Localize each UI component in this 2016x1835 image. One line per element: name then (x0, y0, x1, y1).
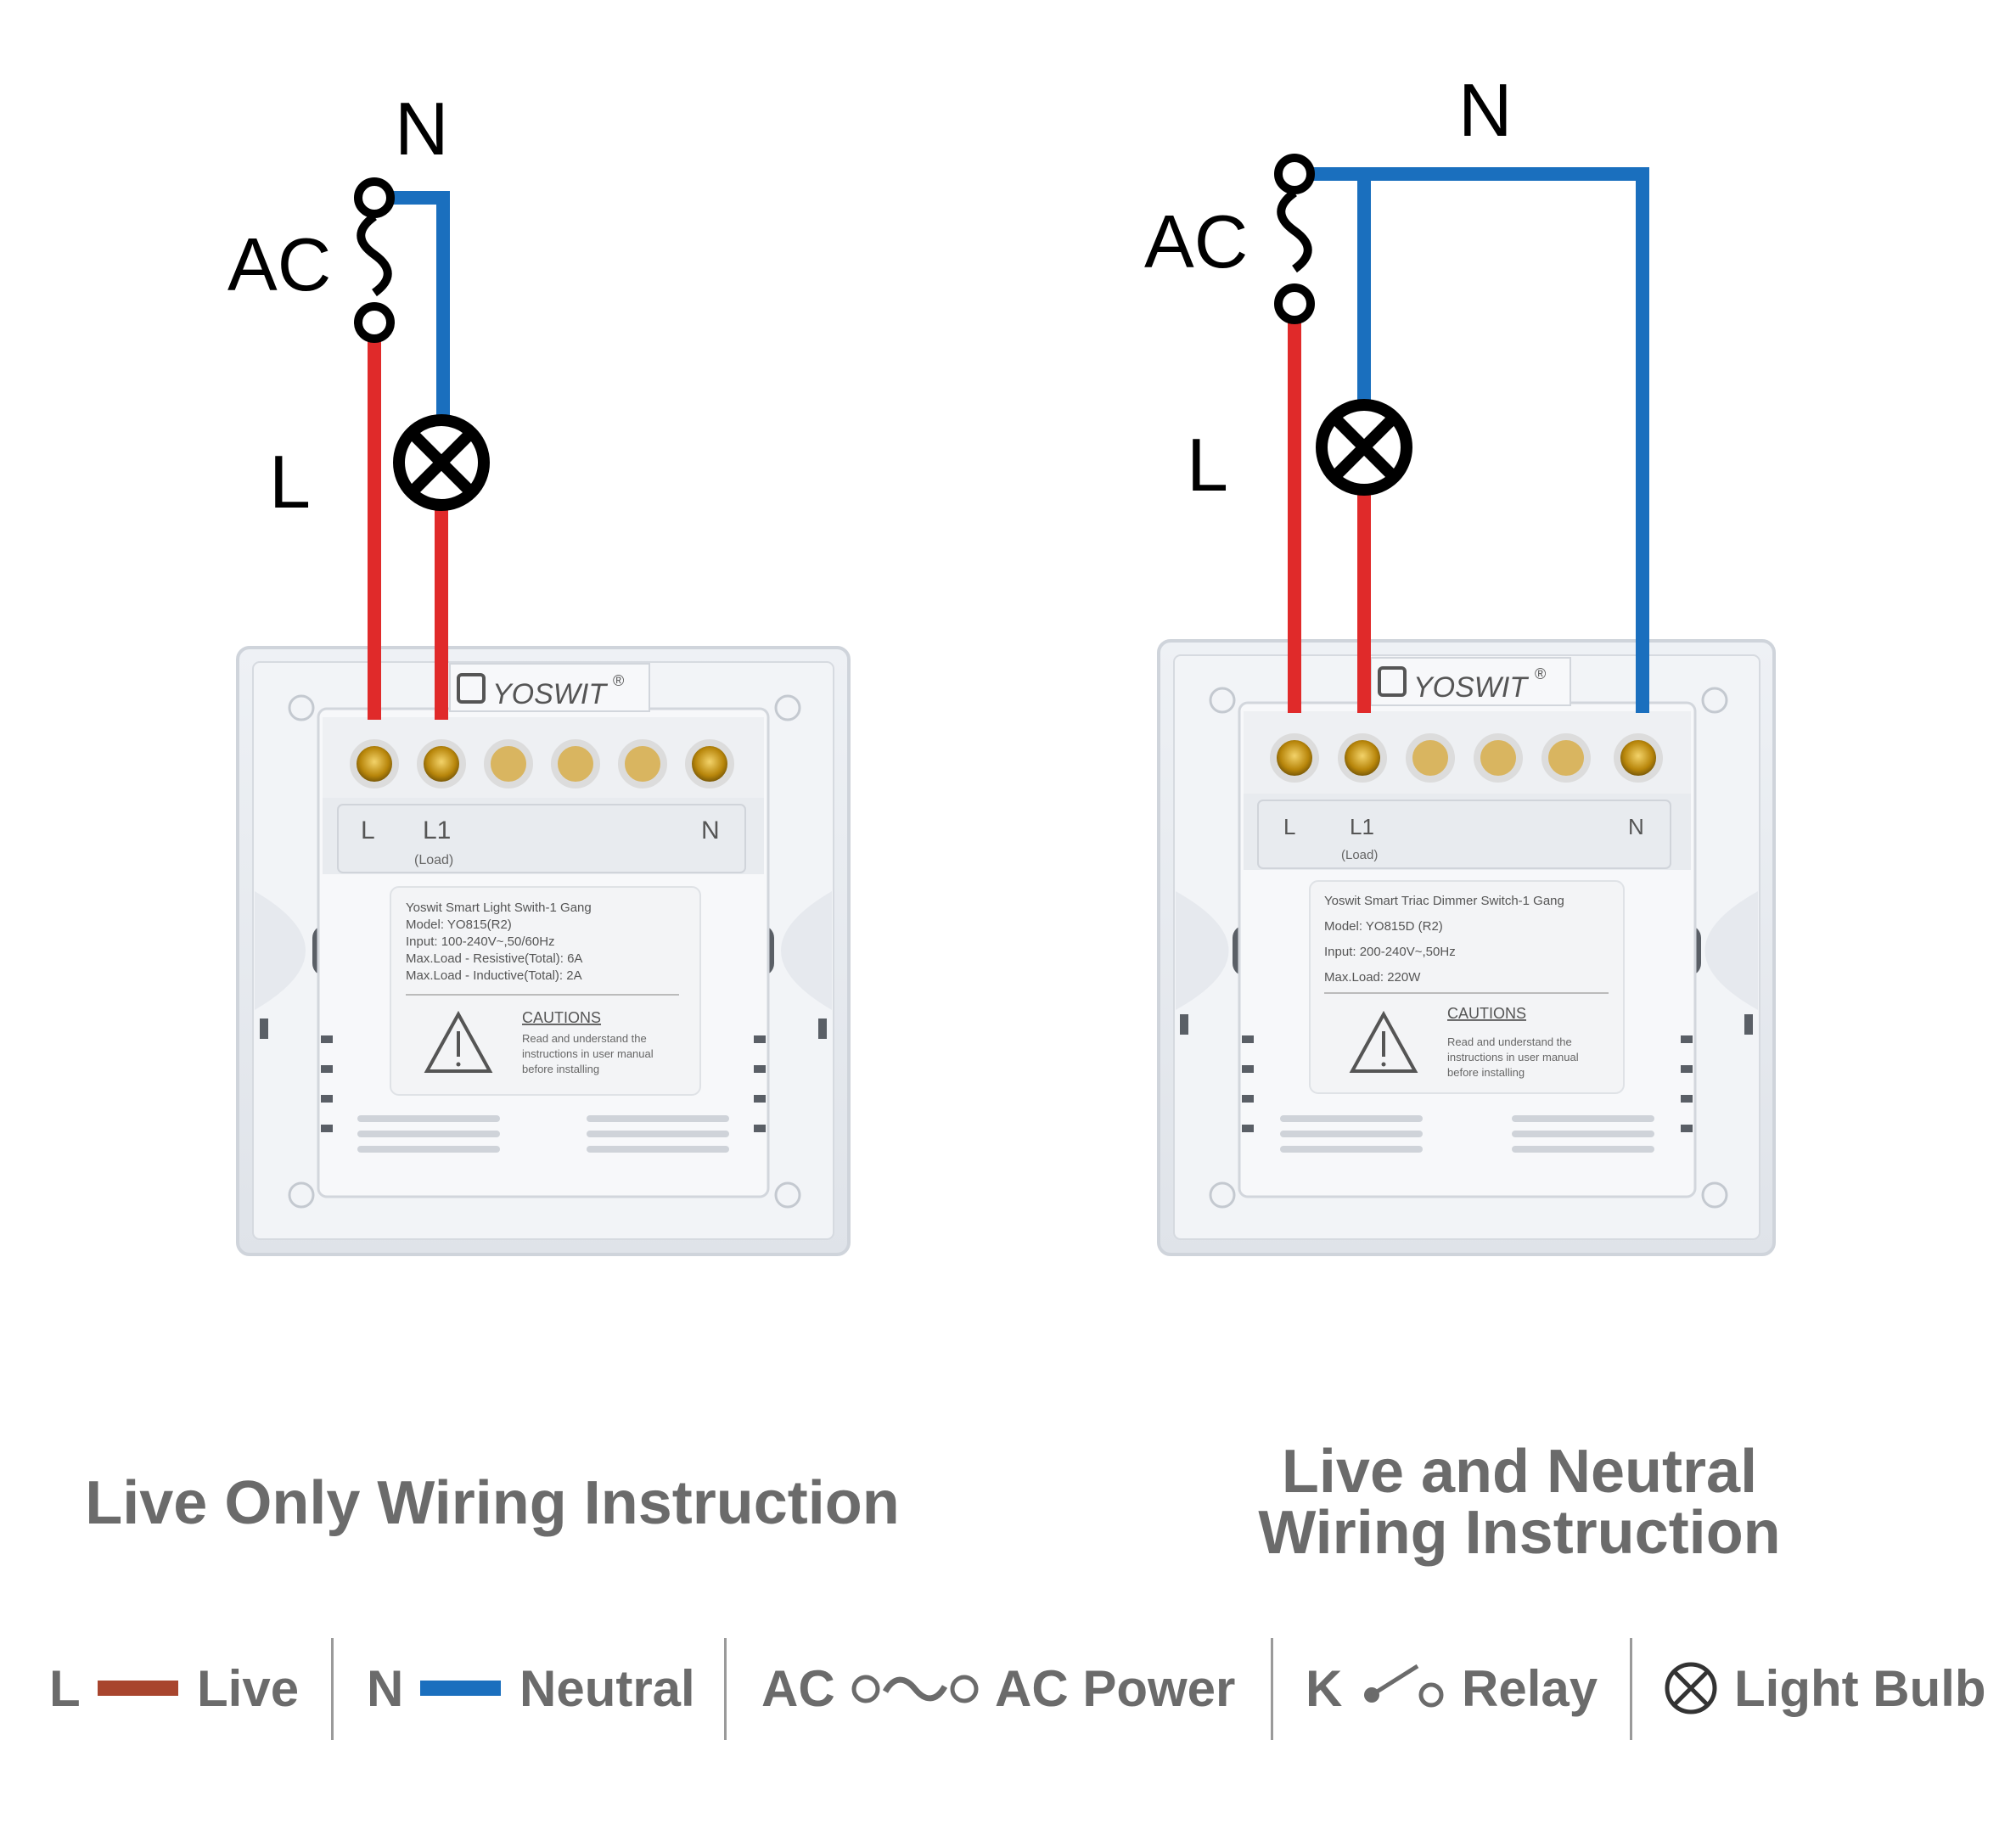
left-cautions-line: Read and understand the (522, 1032, 647, 1045)
legend-neutral-label: Neutral (519, 1660, 695, 1717)
left-label-n: N (395, 87, 449, 171)
right-terminal-l1: L1 (1350, 814, 1374, 839)
legend-relay-symbol: K (1306, 1660, 1343, 1717)
right-terminal-n: N (1628, 814, 1644, 839)
legend-divider (1271, 1638, 1273, 1740)
right-title-line1: Live and Neutral (1281, 1438, 1758, 1506)
right-cautions-line: instructions in user manual (1447, 1051, 1579, 1063)
left-cautions-line: instructions in user manual (522, 1047, 654, 1060)
left-brand-mark: ® (613, 672, 624, 689)
legend-ac-symbol: AC (761, 1660, 835, 1717)
relay-icon (1364, 1664, 1444, 1708)
right-cautions-line: before installing (1447, 1066, 1525, 1079)
right-brand: YOSWIT (1413, 671, 1529, 704)
left-terminal-l1-sub: (Load) (414, 853, 453, 867)
left-switch-body: YOSWIT ® L L1 (Load) N Yoswit Smart Ligh… (236, 646, 851, 1256)
left-warning-icon (424, 1010, 493, 1073)
legend-neutral-symbol: N (367, 1660, 404, 1717)
legend-divider (331, 1638, 334, 1740)
right-label-n: N (1458, 68, 1513, 152)
legend-live-label: Live (197, 1660, 300, 1717)
right-terminal-l: L (1283, 814, 1295, 839)
right-title-line2: Wiring Instruction (1258, 1499, 1781, 1567)
right-terminals (1270, 733, 1663, 783)
light-bulb-icon (1665, 1662, 1717, 1714)
left-terminal-n: N (701, 816, 720, 845)
right-cautions-title: CAUTIONS (1447, 1005, 1526, 1022)
left-neutral-wire (382, 191, 450, 420)
right-diagram-title: Live and Neutral Wiring Instruction (1180, 1441, 1859, 1563)
right-diagram: YOSWIT ® L L1 (Load) N Yoswit Smart Tria… (1144, 68, 1776, 1256)
left-terminal-l: L (361, 816, 375, 845)
left-spec-line: Input: 100-240V~,50/60Hz (406, 934, 555, 949)
right-spec-line: Yoswit Smart Triac Dimmer Switch-1 Gang (1324, 894, 1564, 908)
legend-bulb-label: Light Bulb (1734, 1660, 1986, 1717)
left-light-bulb-icon (393, 414, 490, 511)
left-ac-power-icon (354, 177, 395, 343)
right-spec-line: Model: YO815D (R2) (1324, 919, 1443, 934)
legend-divider (724, 1638, 727, 1740)
left-cautions-line: before installing (522, 1063, 599, 1075)
right-spec-line: Max.Load: 220W (1324, 970, 1421, 985)
left-spec-line: Max.Load - Inductive(Total): 2A (406, 968, 582, 983)
right-light-bulb-icon (1316, 399, 1412, 496)
left-label-l: L (269, 440, 311, 524)
legend-live-symbol: L (49, 1660, 81, 1717)
left-terminals (350, 739, 734, 788)
left-spec-line: Max.Load - Resistive(Total): 6A (406, 951, 582, 966)
right-warning-icon (1349, 1010, 1418, 1073)
legend-neutral-swatch (420, 1681, 501, 1696)
legend-ac-label: AC Power (995, 1660, 1236, 1717)
left-spec-text: Yoswit Smart Light Swith-1 Gang Model: Y… (406, 901, 592, 983)
legend-divider (1630, 1638, 1632, 1740)
right-neutral-wire (1303, 167, 1649, 713)
right-brand-mark: ® (1535, 665, 1546, 682)
right-ac-power-icon (1274, 154, 1315, 324)
right-label-ac: AC (1144, 199, 1248, 283)
ac-power-icon (851, 1675, 979, 1703)
left-spec-line: Yoswit Smart Light Swith-1 Gang (406, 901, 592, 915)
left-diagram-title: Live Only Wiring Instruction (85, 1469, 900, 1537)
right-label-l: L (1187, 423, 1228, 507)
left-brand: YOSWIT (492, 678, 608, 710)
legend-live-swatch (98, 1681, 178, 1696)
left-spec-line: Model: YO815(R2) (406, 918, 512, 932)
legend-relay-label: Relay (1462, 1660, 1598, 1717)
right-cautions-line: Read and understand the (1447, 1035, 1572, 1048)
left-cautions-title: CAUTIONS (522, 1009, 601, 1026)
left-diagram: YOSWIT ® L L1 (Load) N Yoswit Smart Ligh… (227, 87, 851, 1256)
right-spec-line: Input: 200-240V~,50Hz (1324, 945, 1456, 959)
left-label-ac: AC (227, 222, 331, 306)
right-switch-body: YOSWIT ® L L1 (Load) N Yoswit Smart Tria… (1157, 639, 1776, 1256)
right-terminal-l1-sub: (Load) (1341, 848, 1378, 862)
legend: L Live N Neutral AC AC Power K Relay Lig… (0, 1625, 2016, 1753)
left-terminal-l1: L1 (423, 816, 451, 845)
